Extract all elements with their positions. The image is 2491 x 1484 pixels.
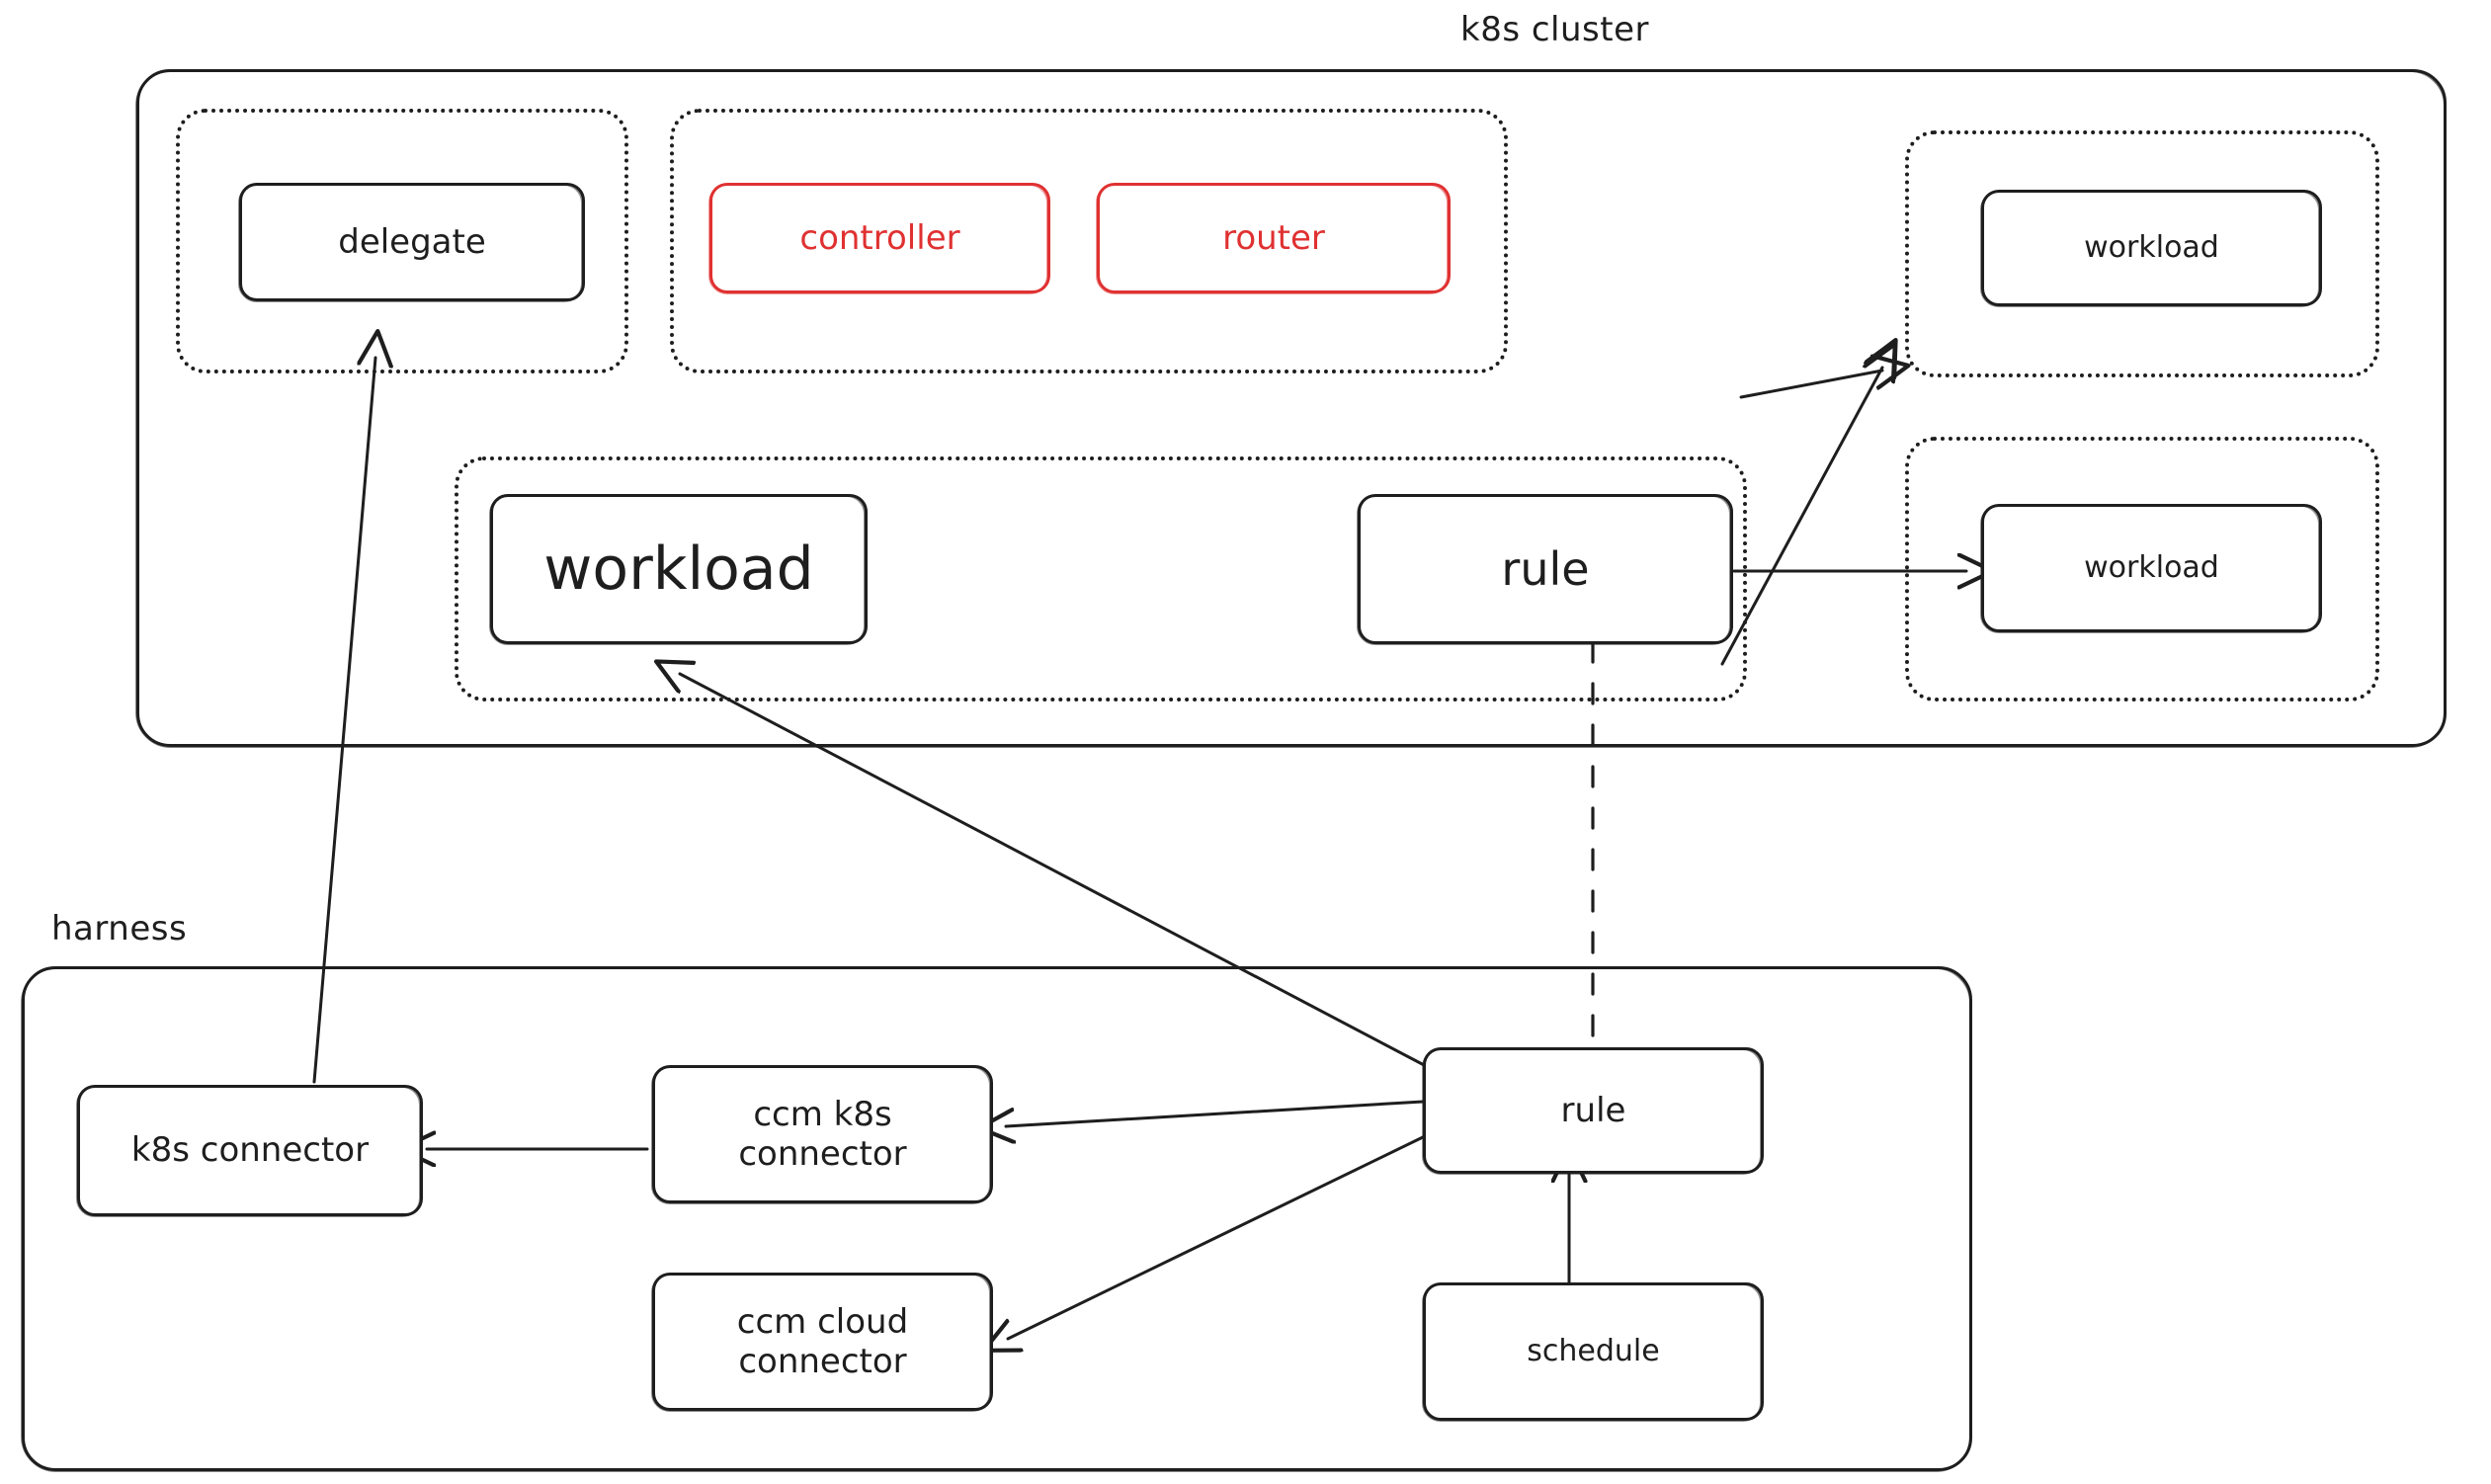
node-delegate[interactable]: delegate [238, 183, 585, 302]
node-schedule[interactable]: schedule [1422, 1282, 1764, 1422]
workload-top-right-group [1905, 130, 2379, 377]
node-ccm-cloud-connector[interactable]: ccm cloud connector [651, 1273, 993, 1412]
group-label-harness: harness [51, 909, 188, 948]
delegate-group [176, 109, 628, 373]
node-k8s-connector[interactable]: k8s connector [76, 1085, 423, 1217]
group-label-k8s-cluster: k8s cluster [1460, 10, 1649, 49]
ccm-k8s-connector-line2: connector [738, 1134, 907, 1174]
controller-router-group [670, 109, 1508, 373]
node-controller[interactable]: controller [708, 183, 1050, 294]
ccm-cloud-connector-line1: ccm cloud [736, 1301, 909, 1342]
node-workload-big[interactable]: workload [489, 494, 868, 645]
node-rule-cluster[interactable]: rule [1357, 494, 1733, 645]
node-workload-top-right[interactable]: workload [1980, 190, 2322, 307]
ccm-k8s-connector-line1: ccm k8s [753, 1094, 892, 1134]
workload-rule-group [455, 456, 1747, 701]
node-ccm-k8s-connector[interactable]: ccm k8s connector [651, 1065, 993, 1204]
ccm-cloud-connector-line2: connector [738, 1342, 907, 1381]
node-router[interactable]: router [1096, 183, 1451, 294]
workload-mid-right-group [1905, 437, 2379, 701]
node-workload-mid-right[interactable]: workload [1980, 504, 2322, 633]
node-rule-harness[interactable]: rule [1422, 1047, 1764, 1175]
